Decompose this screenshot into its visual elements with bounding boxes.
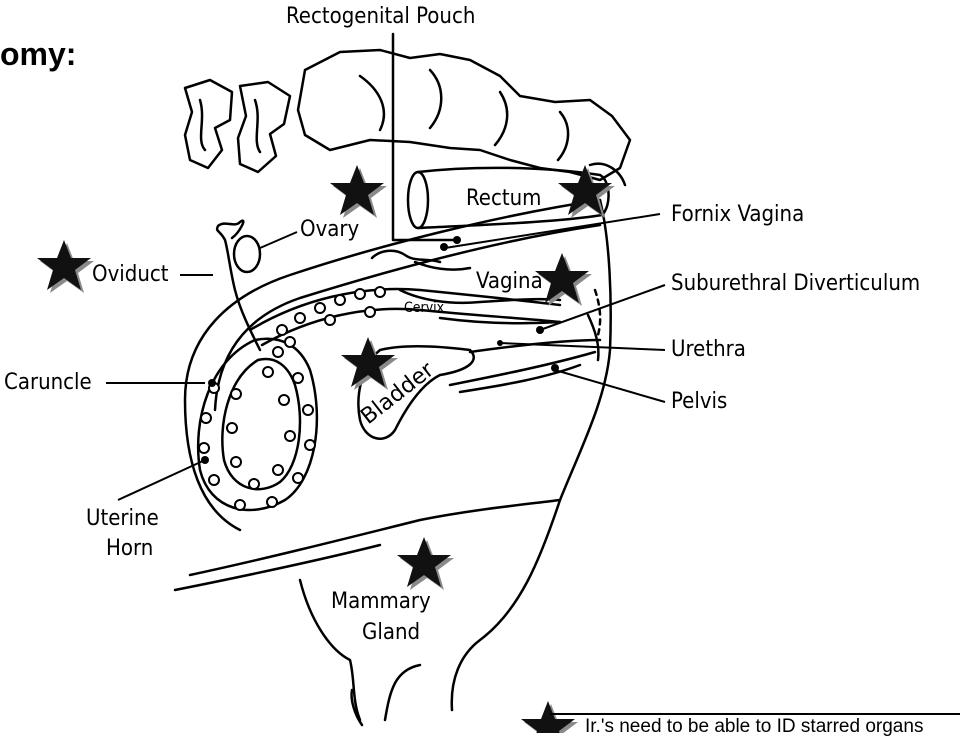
footnote-rule (550, 713, 960, 715)
star-legend-icon (521, 701, 578, 733)
label-gland: Gland (362, 622, 420, 644)
label-oviduct: Oviduct (92, 264, 169, 286)
star-oviduct-icon (37, 240, 94, 293)
star-ovary-icon (330, 165, 387, 218)
caruncles (199, 287, 385, 510)
footnote: Ir.'s need to be able to ID starred orga… (585, 716, 923, 738)
label-mammary: Mammary (331, 591, 431, 613)
star-bladder-icon (341, 337, 398, 390)
label-urethra: Urethra (671, 339, 746, 361)
rectogenital-pouch-leader (393, 34, 455, 240)
ovary-shape (234, 236, 260, 272)
label-horn: Horn (106, 538, 153, 560)
label-fornix-vagina: Fornix Vagina (671, 204, 804, 226)
star-mammary-icon (397, 537, 454, 590)
label-caruncle: Caruncle (4, 372, 92, 394)
label-rectogenital-pouch: Rectogenital Pouch (286, 6, 475, 28)
label-ovary: Ovary (300, 219, 359, 241)
label-uterine: Uterine (86, 508, 159, 530)
star-vagina-icon (535, 253, 592, 306)
label-cervix: Cervix (404, 301, 444, 315)
label-vagina: Vagina (476, 271, 543, 293)
label-pelvis: Pelvis (671, 391, 727, 413)
label-rectum: Rectum (466, 188, 541, 210)
label-suburethral-diverticulum: Suburethral Diverticulum (671, 273, 920, 295)
vertebrae-outline (185, 50, 630, 180)
